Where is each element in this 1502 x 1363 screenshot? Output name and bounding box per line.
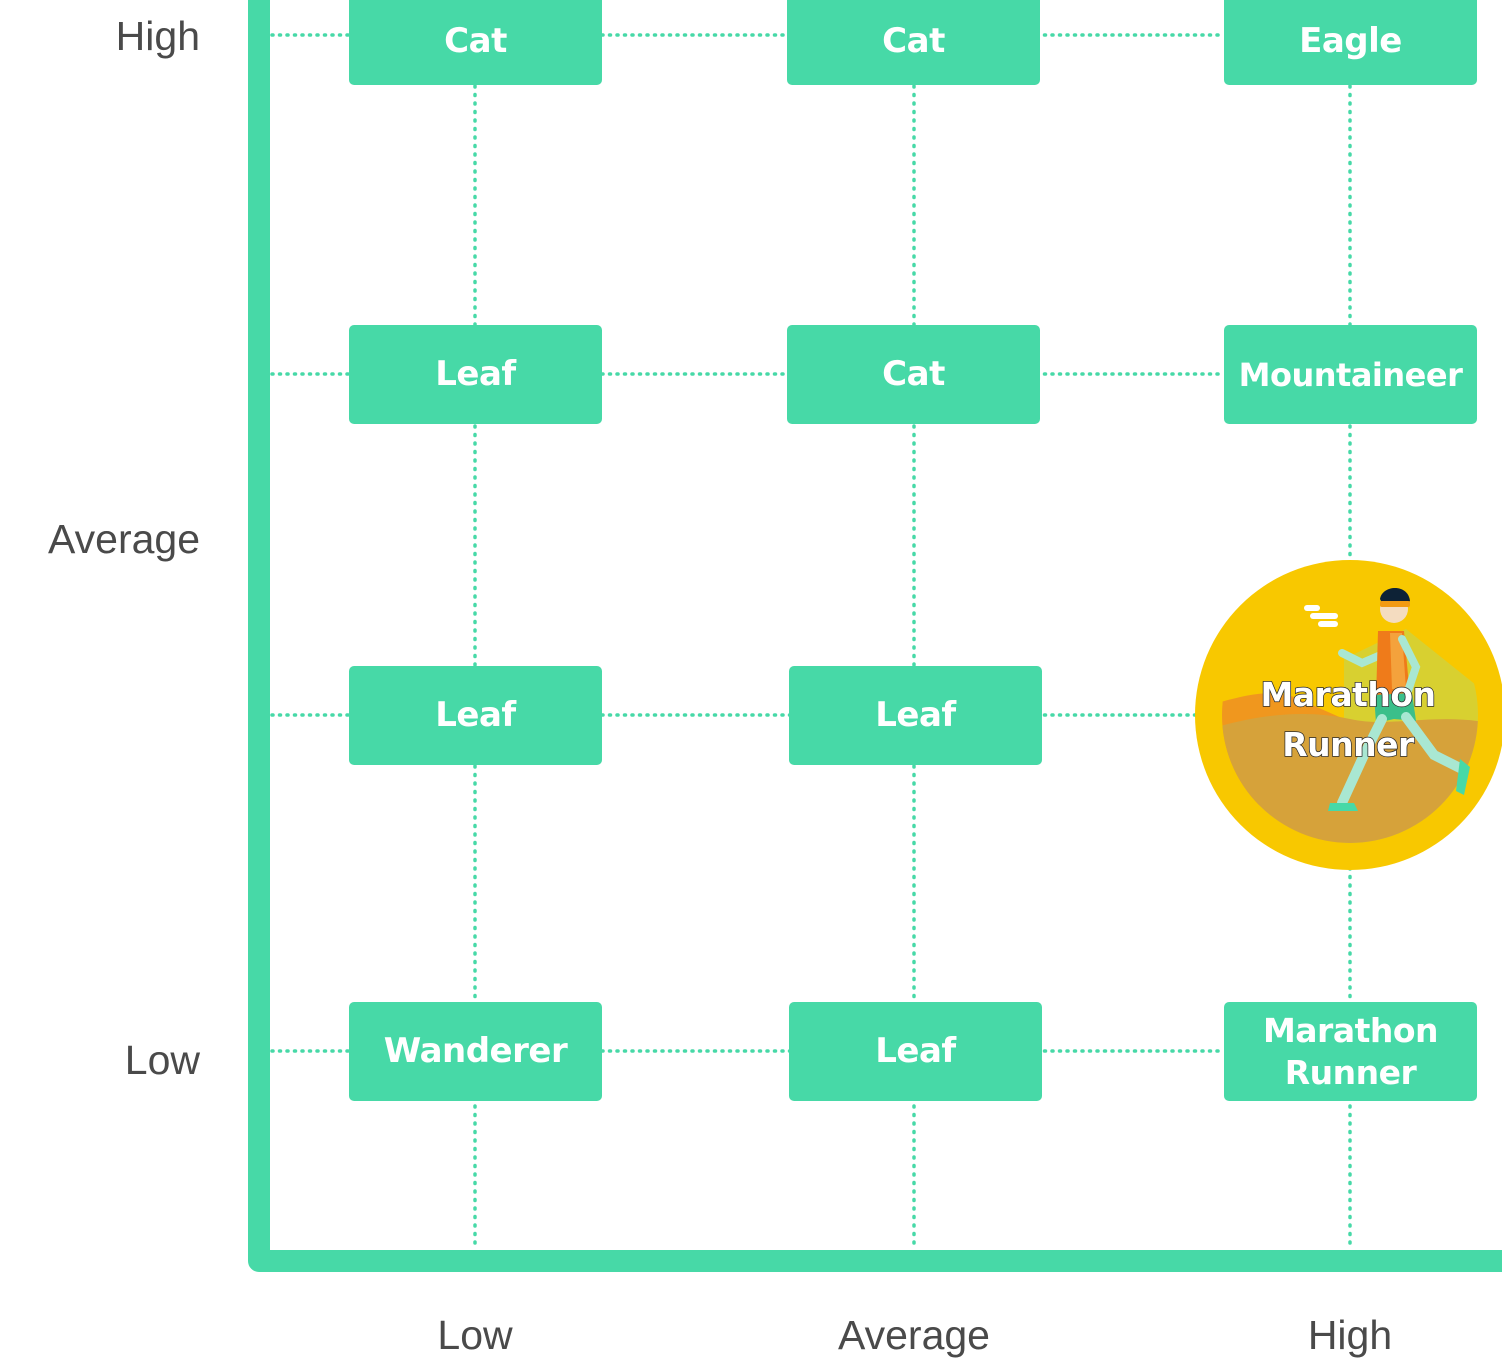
- cell-leaf: Leaf: [789, 1002, 1042, 1101]
- cell-leaf: Leaf: [349, 325, 602, 424]
- marathon-runner-badge-icon: [1195, 560, 1502, 870]
- cell-eagle: Eagle: [1224, 0, 1477, 85]
- y-label-low: Low: [124, 1037, 200, 1083]
- row-connectors: [270, 33, 1224, 1053]
- x-label-average: Average: [838, 1312, 990, 1358]
- cell-cat: Cat: [787, 0, 1040, 85]
- badge-title: Marathon Runner: [1260, 674, 1437, 764]
- y-label-average: Average: [48, 516, 200, 562]
- x-label-low: Low: [437, 1312, 513, 1358]
- cell-leaf: Leaf: [349, 666, 602, 765]
- x-label-high: High: [1307, 1312, 1393, 1358]
- cell-wanderer: Wanderer: [349, 1002, 602, 1101]
- cell-cat: Cat: [787, 325, 1040, 424]
- y-label-high: High: [115, 13, 200, 59]
- cell-mountaineer: Mountaineer: [1224, 325, 1477, 424]
- cell-leaf: Leaf: [789, 666, 1042, 765]
- runner-figure: [1328, 588, 1470, 811]
- axes: [248, 0, 1502, 1272]
- cell-cat: Cat: [349, 0, 602, 85]
- cell-marathon-runner: Marathon Runner: [1224, 1002, 1477, 1101]
